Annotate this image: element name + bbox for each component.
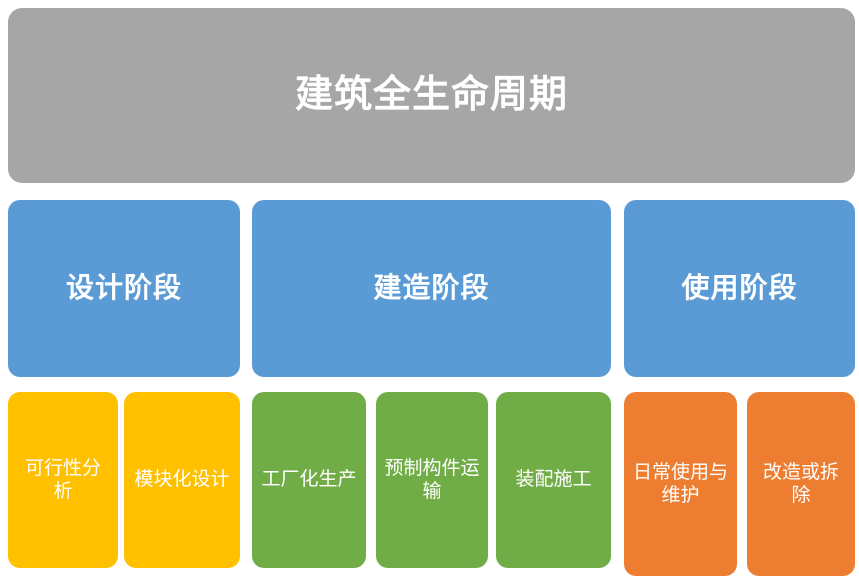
activity-node-feasibility-analysis[interactable]: 可行性分析 xyxy=(8,392,118,568)
activity-node-assembly-construction[interactable]: 装配施工 xyxy=(496,392,611,568)
phase-node-construction[interactable]: 建造阶段 xyxy=(252,200,611,377)
phase-node-design[interactable]: 设计阶段 xyxy=(8,200,240,377)
activity-node-label: 工厂化生产 xyxy=(261,469,357,491)
phase-node-label: 设计阶段 xyxy=(65,272,182,304)
activity-node-label: 装配施工 xyxy=(515,469,592,491)
activity-node-renovation-demolition[interactable]: 改造或拆除 xyxy=(747,392,855,576)
activity-node-daily-use-maintenance[interactable]: 日常使用与维护 xyxy=(624,392,737,576)
activity-node-label: 可行性分析 xyxy=(24,457,101,502)
activity-node-prefab-transport[interactable]: 预制构件运输 xyxy=(376,392,488,568)
phase-node-label: 使用阶段 xyxy=(681,272,798,304)
root-node-label: 建筑全生命周期 xyxy=(294,74,568,117)
phase-node-use[interactable]: 使用阶段 xyxy=(624,200,855,377)
activity-node-label: 日常使用与维护 xyxy=(632,461,728,506)
activity-node-modular-design[interactable]: 模块化设计 xyxy=(124,392,240,568)
phase-node-label: 建造阶段 xyxy=(373,272,490,304)
activity-node-label: 预制构件运输 xyxy=(384,457,480,502)
activity-node-factory-production[interactable]: 工厂化生产 xyxy=(252,392,366,568)
activity-node-label: 模块化设计 xyxy=(134,469,230,491)
root-node-building-lifecycle[interactable]: 建筑全生命周期 xyxy=(8,8,855,183)
activity-node-label: 改造或拆除 xyxy=(762,461,839,506)
